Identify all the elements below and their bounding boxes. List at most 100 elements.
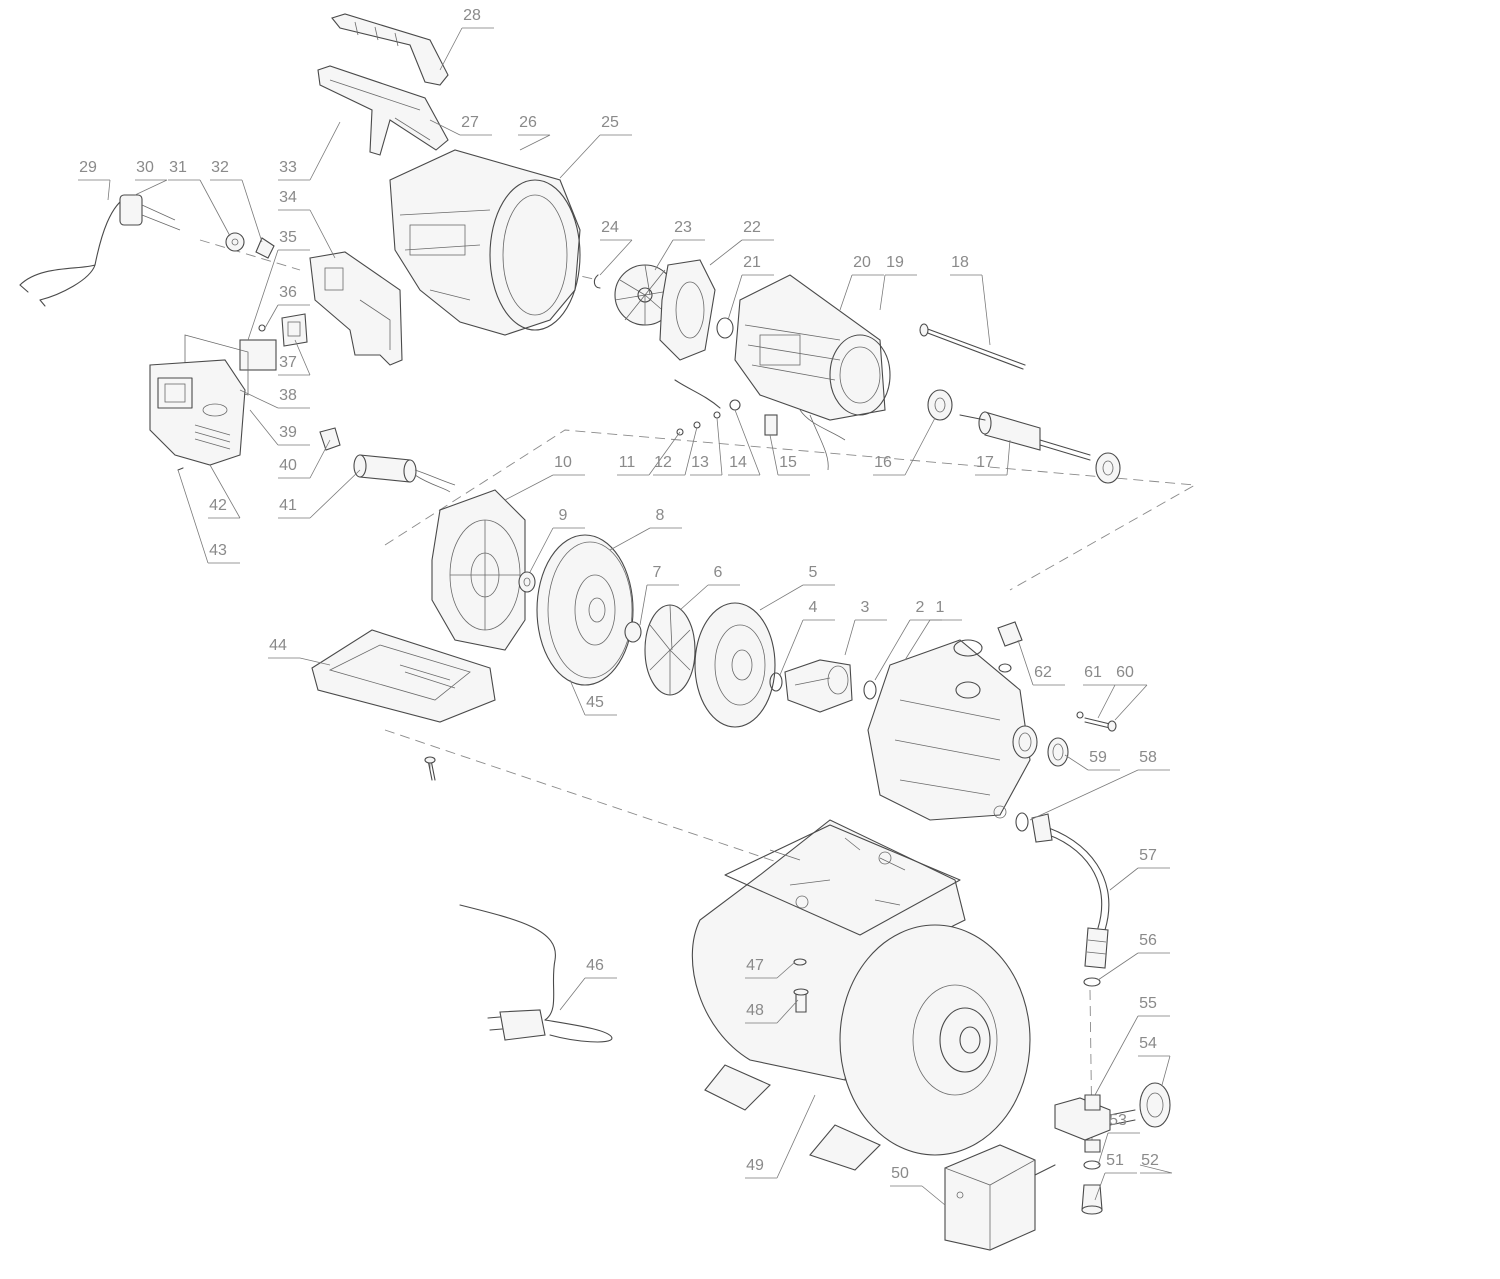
callout-12: 12	[653, 426, 698, 476]
callout-leader-line	[239, 389, 310, 409]
callout-leader-line	[1097, 952, 1170, 981]
callout-36: 36	[264, 284, 310, 329]
callout-number: 24	[601, 219, 619, 236]
callout-27: 27	[429, 114, 492, 136]
callout-number: 54	[1139, 1035, 1157, 1052]
callout-52: 52	[1139, 1152, 1173, 1174]
callout-34: 34	[278, 189, 336, 259]
callout-leader-line	[709, 239, 774, 266]
callout-leader-line	[728, 409, 761, 476]
callout-number: 19	[886, 254, 904, 271]
callout-leader-line	[249, 409, 310, 446]
callout-31: 31	[168, 159, 231, 237]
callout-leader-line	[745, 1094, 816, 1179]
callout-number: 53	[1109, 1112, 1127, 1129]
callout-41: 41	[278, 469, 361, 519]
callout-number: 38	[279, 387, 297, 404]
tank-bolt-part	[793, 958, 809, 1013]
callout-57: 57	[1109, 847, 1170, 891]
callout-54: 54	[1138, 1035, 1171, 1086]
callout-32: 32	[210, 159, 263, 243]
callout-leader-line	[1017, 639, 1065, 686]
callout-leader-line	[177, 469, 240, 564]
callout-leader-line	[168, 179, 231, 237]
callout-number: 17	[976, 454, 994, 471]
callout-leader-line	[839, 274, 884, 311]
impeller-parts	[624, 602, 776, 728]
callout-number: 58	[1139, 749, 1157, 766]
motor-housing-part	[389, 149, 581, 336]
terminal-box-part	[309, 251, 403, 366]
callout-42: 42	[208, 464, 241, 519]
callout-45: 45	[569, 679, 617, 716]
callout-number: 62	[1034, 664, 1052, 681]
callout-number: 28	[463, 7, 481, 24]
ejector-parts	[769, 659, 877, 713]
callout-leader-line	[278, 121, 341, 181]
callout-5: 5	[759, 564, 835, 611]
rotor-bearing-parts	[927, 389, 1121, 484]
callout-29: 29	[78, 159, 111, 201]
callout-56: 56	[1097, 932, 1170, 981]
callout-3: 3	[844, 599, 887, 656]
callout-48: 48	[745, 999, 799, 1024]
callout-leader-line	[278, 439, 331, 479]
callout-number: 4	[809, 599, 818, 616]
callout-leader-line	[639, 584, 679, 626]
callout-21: 21	[727, 254, 774, 321]
pump-body-part	[867, 639, 1038, 821]
callout-leader-line	[208, 464, 241, 519]
callout-number: 46	[586, 957, 604, 974]
callout-7: 7	[639, 564, 679, 626]
callout-leader-line	[1138, 1055, 1171, 1086]
callout-number: 32	[211, 159, 229, 176]
tee-fitting-parts	[1054, 977, 1171, 1215]
callout-leader-line	[879, 274, 917, 311]
callout-leader-line	[873, 417, 936, 476]
callout-leader-line	[278, 339, 311, 376]
callout-6: 6	[679, 564, 740, 611]
switch-parts	[239, 313, 341, 451]
callout-15: 15	[769, 434, 810, 476]
callout-number: 16	[874, 454, 892, 471]
callout-leader-line	[844, 619, 887, 656]
tie-rod-part	[919, 323, 1026, 370]
pump-cover-part	[536, 534, 634, 686]
callout-number: 18	[951, 254, 969, 271]
base-screw-part	[424, 756, 436, 781]
callout-leader-line	[1029, 769, 1170, 821]
callout-leader-line	[874, 619, 942, 681]
pump-fittings-part	[997, 621, 1117, 832]
callout-55: 55	[1094, 995, 1170, 1096]
callout-leader-line	[210, 179, 263, 243]
callout-leader-line	[727, 274, 774, 321]
callout-leader-line	[278, 209, 336, 259]
callout-leader-line	[559, 134, 632, 179]
callout-leader-line	[617, 431, 681, 476]
callout-11: 11	[617, 431, 681, 476]
callout-number: 57	[1139, 847, 1157, 864]
callout-26: 26	[518, 114, 551, 151]
callout-leader-line	[679, 584, 740, 611]
callout-61: 61	[1083, 664, 1116, 719]
callout-39: 39	[249, 409, 310, 446]
callout-44: 44	[268, 637, 331, 666]
flexible-hose-part	[1031, 813, 1110, 969]
callout-leader-line	[975, 439, 1011, 476]
handle-cover-part	[331, 13, 449, 86]
callout-51: 51	[1094, 1152, 1137, 1201]
callout-leader-line	[1139, 1164, 1173, 1174]
callout-number: 45	[586, 694, 604, 711]
callout-25: 25	[559, 114, 632, 179]
callout-number: 8	[656, 507, 665, 524]
callout-number: 50	[891, 1165, 909, 1182]
power-cable-part	[19, 194, 275, 307]
callout-9: 9	[529, 507, 585, 573]
callout-4: 4	[779, 599, 835, 676]
callout-number: 36	[279, 284, 297, 301]
callout-number: 44	[269, 637, 287, 654]
plug-cable-part	[459, 904, 613, 1043]
base-plate-part	[311, 629, 496, 723]
callout-20: 20	[839, 254, 884, 311]
